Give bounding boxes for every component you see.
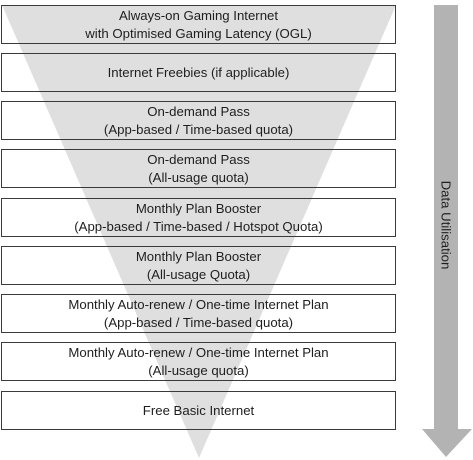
arrow-label: Data Utilisation — [438, 180, 454, 270]
funnel-shape — [2, 5, 396, 458]
tier-7: Monthly Auto-renew / One-time Internet P… — [1, 294, 396, 333]
tier-7-line-2: (App-based / Time-based quota) — [103, 314, 294, 330]
tier-5: Monthly Plan Booster (App-based / Time-b… — [1, 198, 396, 237]
tier-1: Always-on Gaming Internet with Optimised… — [1, 5, 396, 44]
tier-4-line-1: On-demand Pass — [147, 151, 250, 167]
tier-1-line-2: with Optimised Gaming Latency (OGL) — [85, 25, 312, 41]
tier-2: Internet Freebies (if applicable) — [1, 53, 396, 92]
tier-4: On-demand Pass (All-usage quota) — [1, 149, 396, 188]
tier-1-line-1: Always-on Gaming Internet — [118, 7, 279, 23]
down-arrow-icon — [422, 5, 472, 457]
tier-8: Monthly Auto-renew / One-time Internet P… — [1, 342, 396, 381]
tier-9-line-1: Free Basic Internet — [142, 402, 255, 418]
tier-6-line-2: (All-usage Quota) — [146, 266, 251, 282]
tier-2-line-1: Internet Freebies (if applicable) — [107, 64, 290, 80]
tier-5-line-1: Monthly Plan Booster — [135, 200, 262, 216]
tier-3-line-1: On-demand Pass — [147, 103, 250, 119]
tier-5-line-2: (App-based / Time-based / Hotspot Quota) — [74, 218, 323, 234]
tier-3-line-2: (App-based / Time-based quota) — [103, 121, 294, 137]
tier-4-line-2: (All-usage quota) — [148, 169, 249, 185]
tier-9: Free Basic Internet — [1, 391, 396, 430]
tier-6-line-1: Monthly Plan Booster — [135, 248, 262, 264]
tier-3: On-demand Pass (App-based / Time-based q… — [1, 101, 396, 140]
tier-8-line-2: (All-usage quota) — [148, 362, 249, 378]
data-utilisation-arrow — [422, 5, 472, 457]
tier-7-line-1: Monthly Auto-renew / One-time Internet P… — [68, 296, 329, 312]
tier-6: Monthly Plan Booster (All-usage Quota) — [1, 246, 396, 285]
tier-8-line-1: Monthly Auto-renew / One-time Internet P… — [68, 344, 329, 360]
